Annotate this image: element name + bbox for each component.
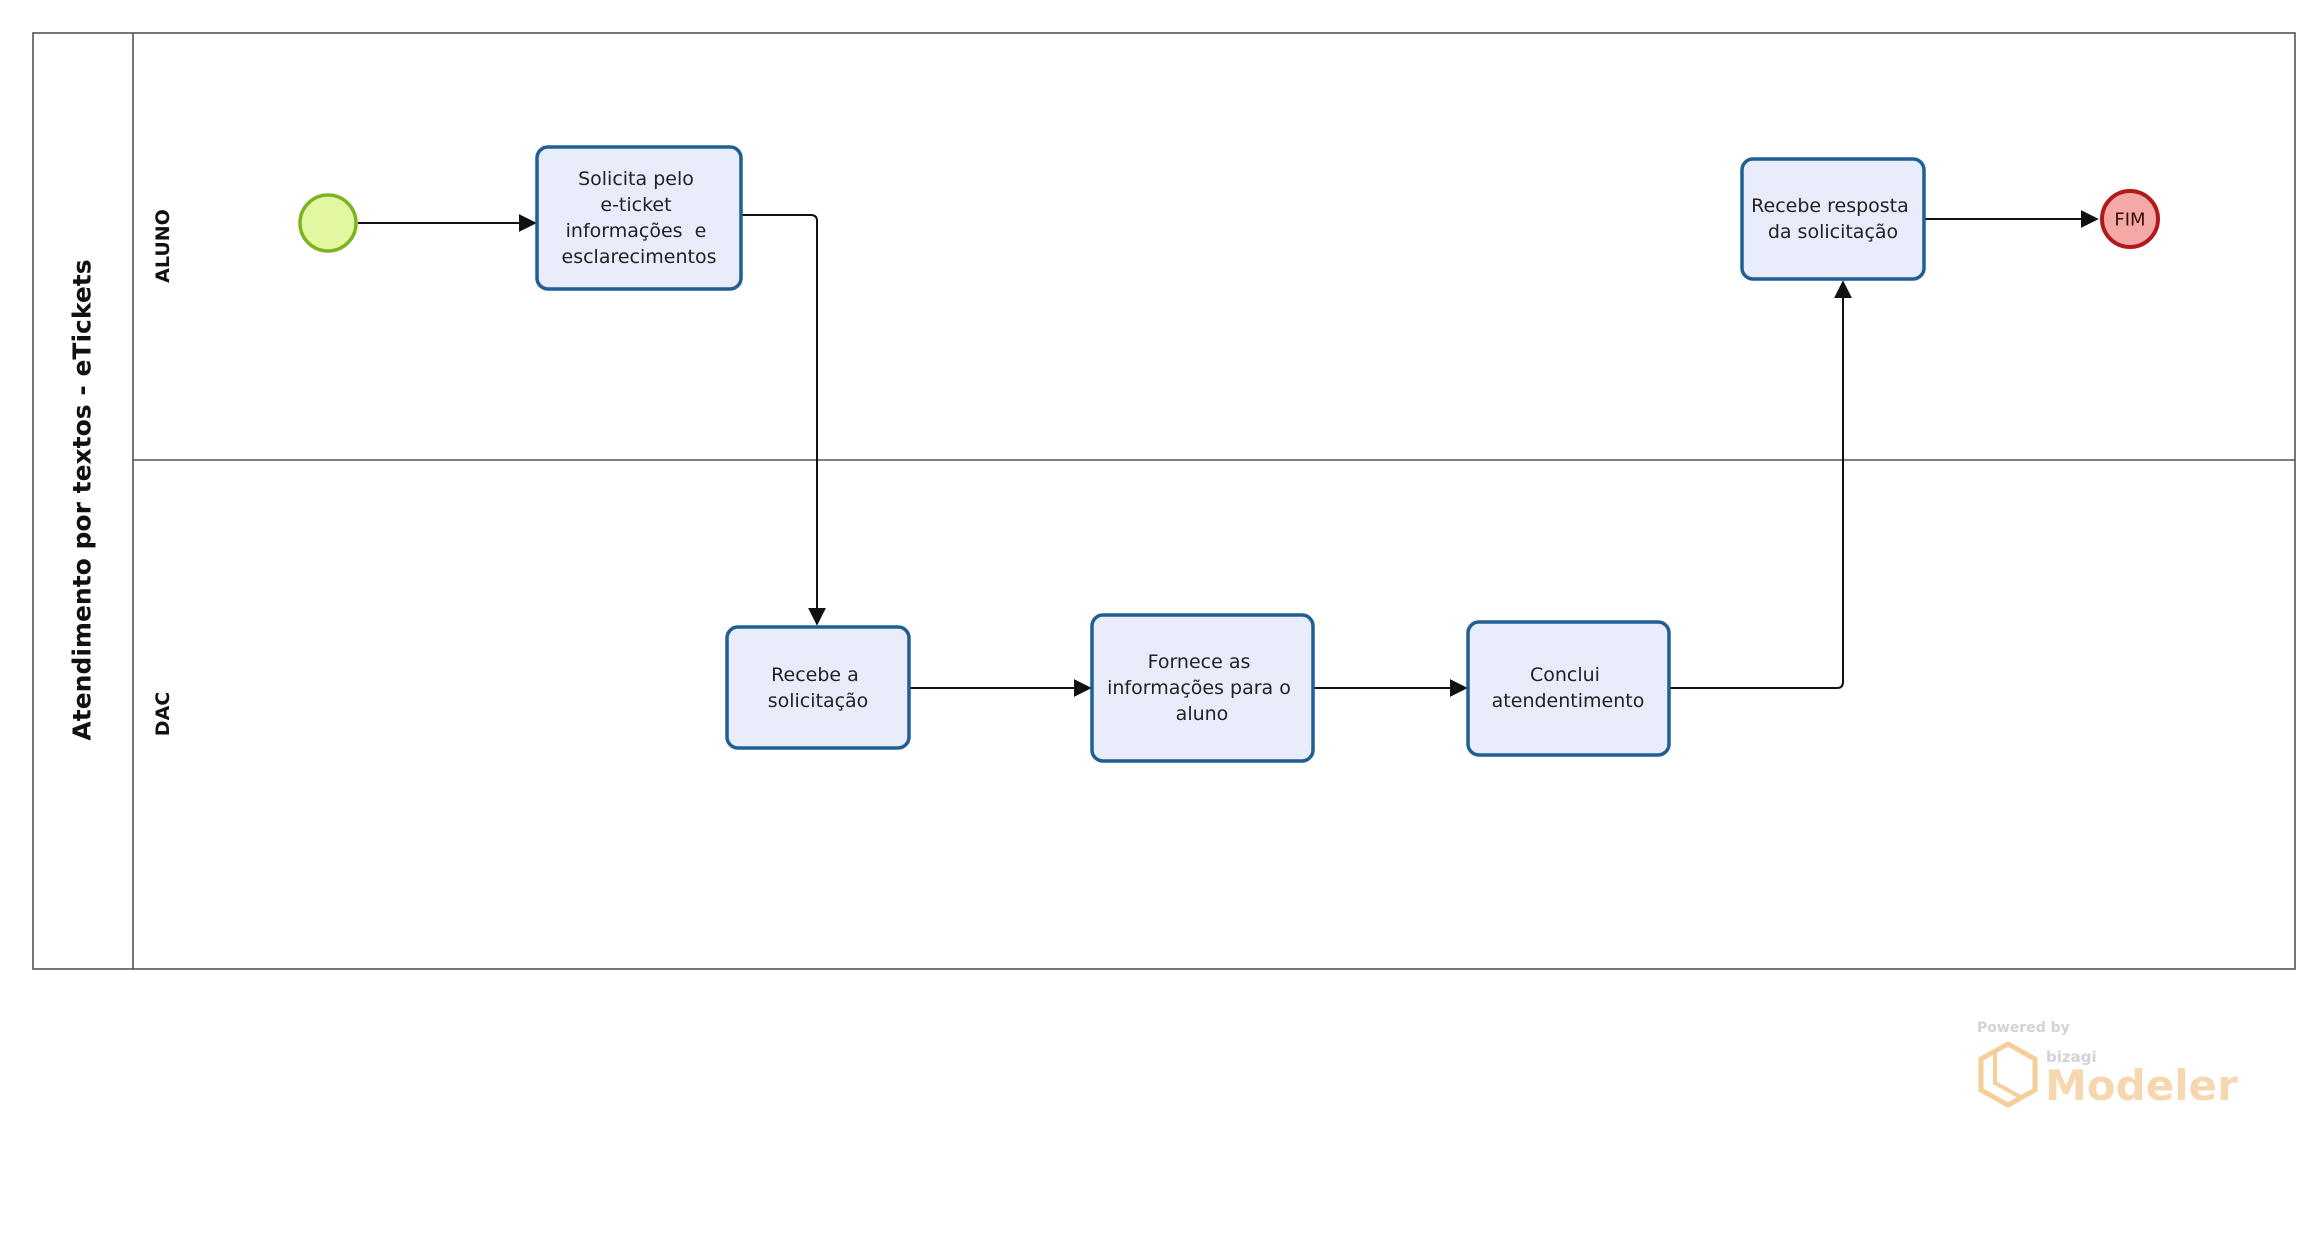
task-solicita[interactable]: Solicita pelo e-ticket informações e esc… (535, 145, 743, 291)
watermark-powered-by: Powered by (1977, 1020, 2070, 1036)
task-recebe-resposta[interactable]: Recebe resposta da solicitação (1740, 157, 1926, 281)
task-solicita-label: Solicita pelo e-ticket informações e esc… (562, 168, 717, 268)
flow-solicita-to-recebe (741, 214, 826, 626)
task-conclui[interactable]: Conclui atendentimento (1466, 620, 1671, 757)
sequence-flows (358, 210, 2099, 697)
bizagi-watermark: Powered by bizagi Modeler (1977, 1020, 2238, 1110)
task-recebe-label: Recebe a solicitação (768, 664, 869, 712)
end-event-label: FIM (2114, 210, 2145, 231)
pool-title: Atendimento por textos - eTickets (68, 259, 97, 740)
start-event[interactable] (298, 193, 358, 253)
task-recebe-resposta-label: Recebe resposta da solicitação (1751, 195, 1915, 243)
watermark-brand: bizagi (2046, 1048, 2097, 1066)
bizagi-logo-icon (1978, 1041, 2038, 1108)
flow-conclui-to-recebe-resposta (1669, 280, 1852, 689)
lane-title-dac: DAC (152, 692, 174, 736)
end-event[interactable]: FIM (2100, 189, 2160, 249)
task-fornece[interactable]: Fornece as informações para o aluno (1090, 613, 1315, 763)
lane-title-aluno: ALUNO (152, 209, 174, 283)
task-recebe[interactable]: Recebe a solicitação (725, 625, 911, 750)
task-conclui-label: Conclui atendentimento (1492, 664, 1645, 712)
watermark-product: Modeler (2045, 1061, 2238, 1110)
task-fornece-label: Fornece as informações para o aluno (1107, 651, 1297, 725)
pool: Atendimento por textos - eTickets (32, 32, 2296, 970)
